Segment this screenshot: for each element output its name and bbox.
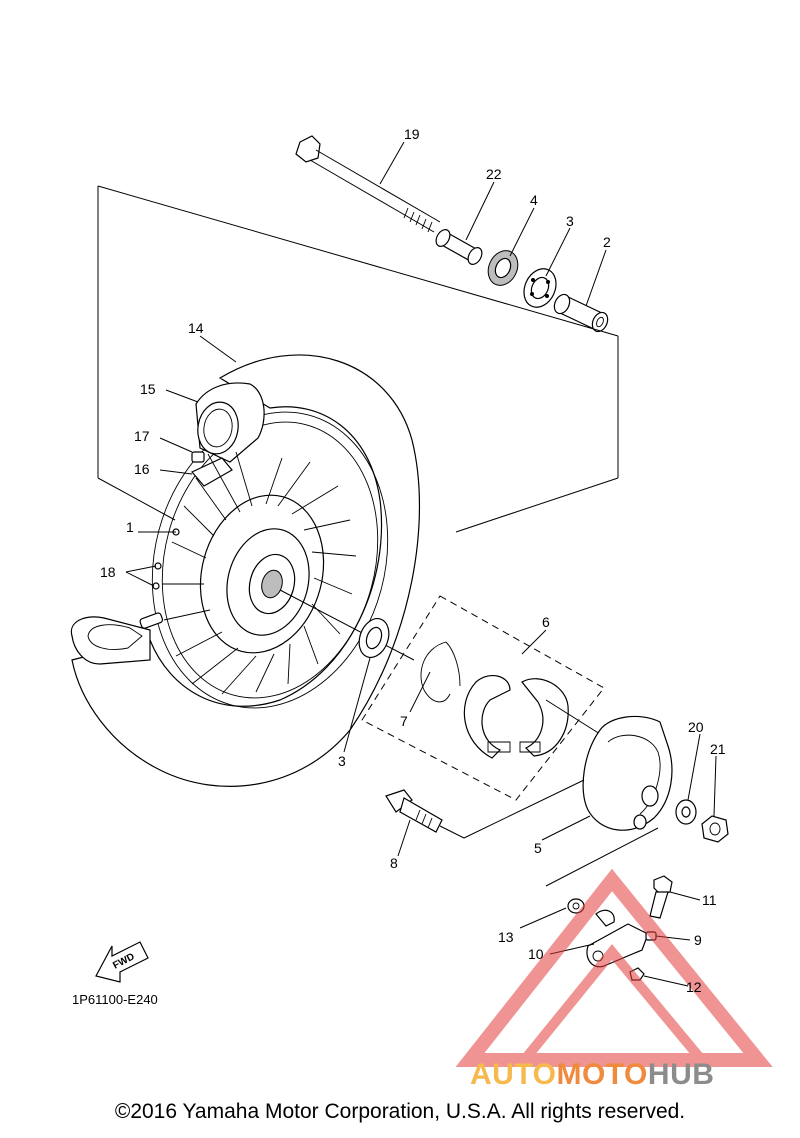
- callout-22: 22: [486, 166, 502, 182]
- callout-2: 2: [603, 234, 611, 250]
- brake-shoes-part: [463, 674, 569, 759]
- brake-plate-part: [545, 699, 673, 831]
- callout-14: 14: [188, 320, 204, 336]
- watermark-brand-moto: MOTO: [556, 1058, 648, 1091]
- circlip-part: [420, 641, 461, 703]
- callout-16: 16: [134, 461, 150, 477]
- brake-shoe-kit-box: [361, 595, 605, 801]
- callout-10: 10: [528, 946, 544, 962]
- watermark-logo: [455, 868, 773, 1067]
- spacer-part: [435, 229, 483, 265]
- callout-9: 9: [694, 932, 702, 948]
- hub-and-spokes: [152, 451, 357, 695]
- wheel-assembly: [70, 354, 420, 787]
- watermark-brand-hub: HUB: [647, 1058, 715, 1091]
- callout-11: 11: [702, 892, 717, 908]
- callout-3-upper: 3: [566, 213, 574, 229]
- bolt-part: [649, 875, 673, 919]
- callout-labels: 19 22 4 3 2 14 15 17 16 1 18 6 7 3 20 21…: [72, 126, 726, 1007]
- watermark-brand-auto: AUTO: [470, 1058, 557, 1091]
- axle-part: [295, 135, 441, 233]
- bearing-upper-part: [523, 268, 557, 308]
- callout-19: 19: [404, 126, 420, 142]
- callout-20: 20: [688, 719, 704, 735]
- bearing-lower-part: [279, 589, 415, 661]
- assembly-boundary: [97, 185, 619, 533]
- callout-1: 1: [126, 519, 134, 535]
- callout-5: 5: [534, 840, 542, 856]
- callout-6: 6: [542, 614, 550, 630]
- camshaft-part: [385, 779, 585, 839]
- oil-seal-part: [487, 250, 519, 286]
- rim-band-part: [191, 451, 233, 487]
- callout-3-lower: 3: [338, 753, 346, 769]
- callout-13: 13: [498, 929, 514, 945]
- copyright-notice: ©2016 Yamaha Motor Corporation, U.S.A. A…: [114, 1100, 686, 1123]
- diagram-code: 1P61100-E240: [72, 992, 158, 1007]
- callout-12: 12: [686, 979, 702, 995]
- callout-8: 8: [390, 855, 398, 871]
- callout-15: 15: [140, 381, 156, 397]
- tube-part: [195, 382, 265, 463]
- nut-part: [701, 815, 729, 843]
- callout-18: 18: [100, 564, 116, 580]
- callout-21: 21: [710, 741, 726, 757]
- callout-17: 17: [134, 428, 150, 444]
- callout-4: 4: [530, 192, 538, 208]
- washer-part: [675, 799, 697, 825]
- callout-7: 7: [400, 713, 408, 729]
- collar-part: [553, 293, 609, 333]
- forward-arrow-icon: FWD: [95, 941, 149, 983]
- watermark-brand-text: AUTOMOTOHUB: [470, 1058, 714, 1092]
